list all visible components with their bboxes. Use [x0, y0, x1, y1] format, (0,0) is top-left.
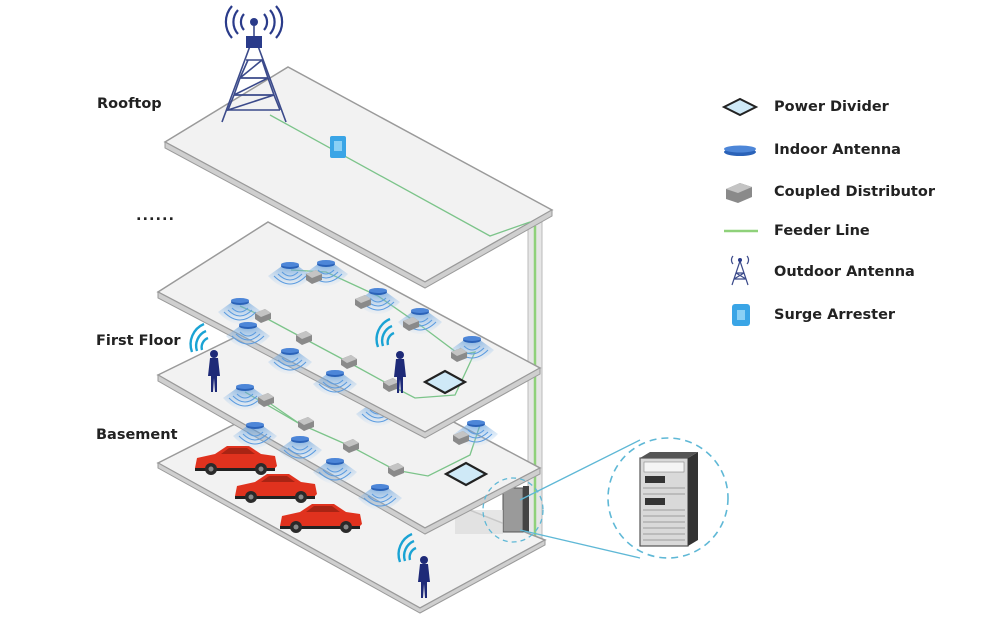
legend-item-indoor-antenna: Indoor Antenna — [718, 135, 901, 165]
legend-item-power-divider: Power Divider — [718, 92, 889, 122]
coupled-distributor-icon — [718, 177, 762, 207]
legend-item-surge-arrester: Surge Arrester — [718, 300, 895, 330]
legend-label: Feeder Line — [774, 223, 870, 239]
riser-shaft — [527, 221, 543, 543]
rooftop-floor — [163, 5, 554, 289]
surge-arrester-icon — [718, 300, 762, 330]
legend-label: Power Divider — [774, 99, 889, 115]
equipment-rack-callout — [482, 437, 729, 559]
outdoor-antenna-tower — [221, 5, 287, 123]
feeder-line-icon — [718, 216, 762, 246]
indoor-antenna-icon — [718, 135, 762, 165]
label-first-floor: First Floor — [96, 333, 181, 349]
label-basement: Basement — [96, 427, 178, 443]
legend-item-feeder-line: Feeder Line — [718, 216, 870, 246]
legend-item-coupled-distributor: Coupled Distributor — [718, 177, 935, 207]
first-floor — [156, 221, 542, 439]
legend-label: Indoor Antenna — [774, 142, 901, 158]
legend-label: Surge Arrester — [774, 307, 896, 323]
label-rooftop: Rooftop — [97, 96, 162, 112]
surge-arrester-rooftop — [330, 136, 346, 158]
power-divider-icon — [718, 92, 762, 122]
outdoor-antenna-icon — [718, 255, 762, 287]
legend-item-outdoor-antenna: Outdoor Antenna — [718, 255, 915, 287]
basement-floor — [156, 419, 547, 614]
label-ellipsis: ...... — [136, 208, 176, 224]
legend-label: Outdoor Antenna — [774, 264, 915, 280]
legend-label: Coupled Distributor — [774, 184, 935, 200]
wifi-signal-icon — [189, 322, 210, 354]
